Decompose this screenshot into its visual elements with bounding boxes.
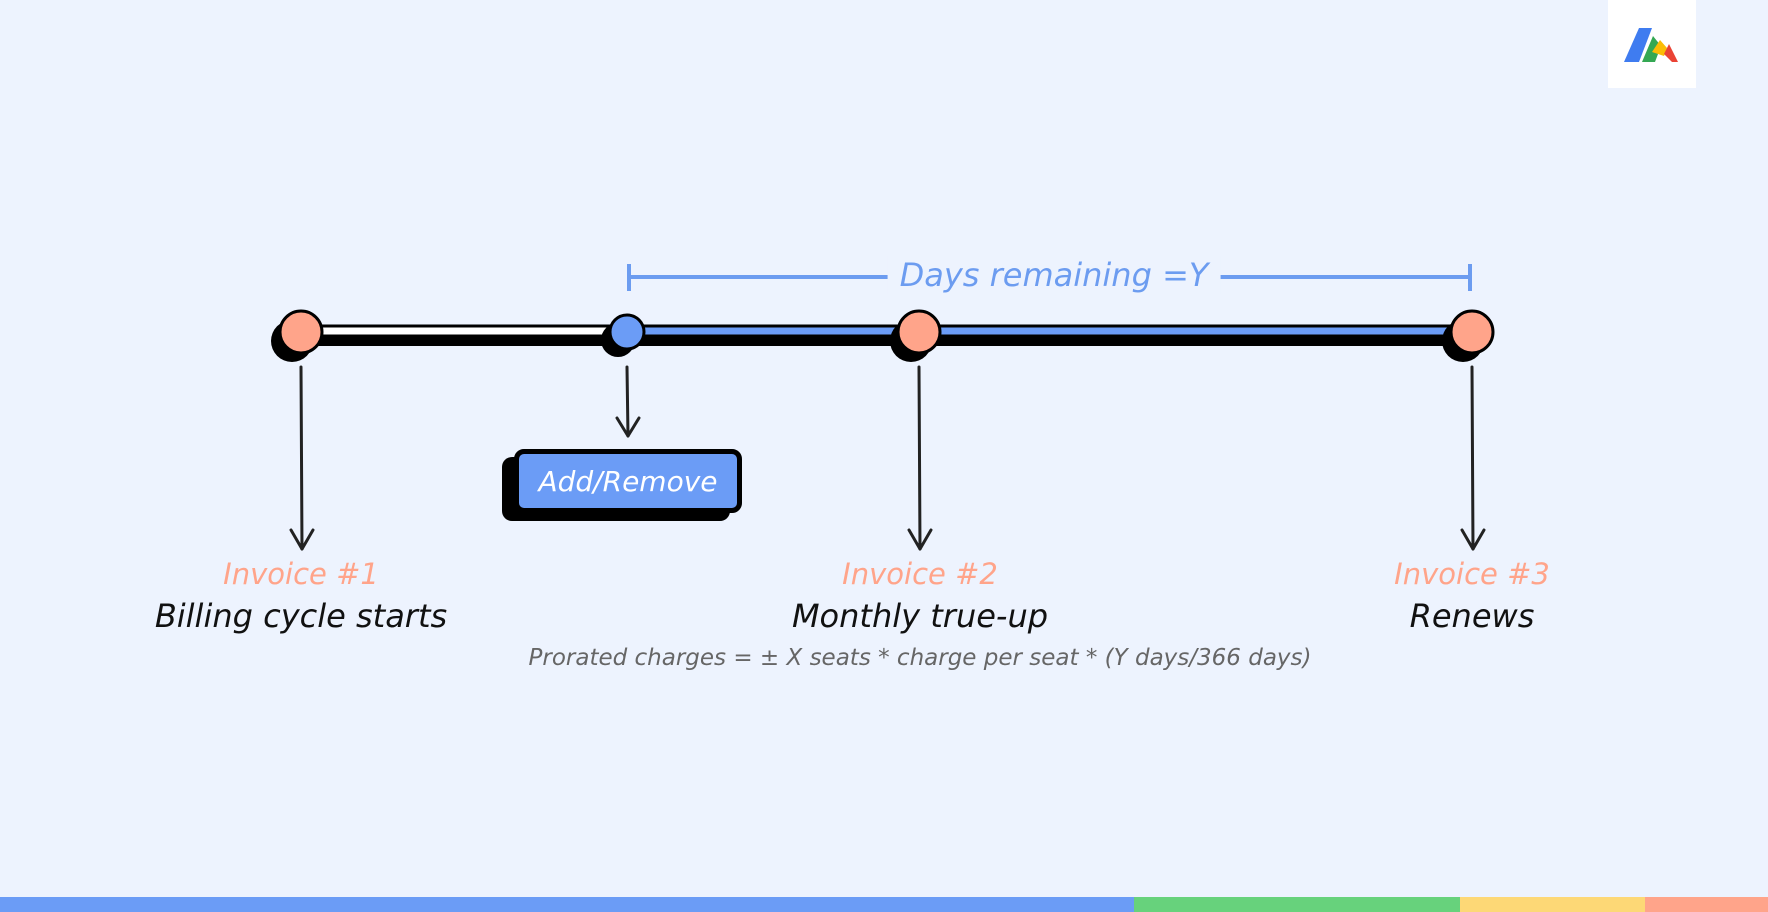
invoice-2-node bbox=[896, 309, 942, 355]
days-remaining-label: Days remaining =Y bbox=[887, 256, 1221, 294]
prorated-formula: Prorated charges = ± X seats * charge pe… bbox=[528, 645, 1312, 671]
bar-salmon bbox=[1645, 897, 1768, 912]
bottom-color-bar bbox=[0, 897, 1768, 912]
timeline-remaining-segment bbox=[624, 324, 1474, 338]
invoice-1-label: Invoice #1 bbox=[223, 557, 379, 591]
invoice-3-label: Invoice #3 bbox=[1394, 557, 1550, 591]
invoice-2-label: Invoice #2 bbox=[842, 557, 998, 591]
billing-cycle-starts-label: Billing cycle starts bbox=[154, 597, 448, 635]
arrow-down-icon bbox=[1460, 365, 1486, 551]
add-remove-node bbox=[608, 313, 646, 351]
arrow-down-icon bbox=[289, 365, 315, 551]
arrow-down-icon bbox=[615, 365, 641, 438]
renews-label: Renews bbox=[1409, 597, 1535, 635]
add-remove-button[interactable]: Add/Remove bbox=[514, 449, 742, 513]
invoice-3-node bbox=[1449, 309, 1495, 355]
invoice-1-node bbox=[278, 309, 324, 355]
timeline-elapsed-segment bbox=[298, 324, 628, 338]
bar-yellow bbox=[1460, 897, 1645, 912]
arrow-down-icon bbox=[907, 365, 933, 551]
brand-logo[interactable] bbox=[1608, 0, 1696, 88]
monthly-true-up-label: Monthly true-up bbox=[791, 597, 1049, 635]
brand-logo-icon bbox=[1624, 28, 1678, 62]
bar-blue bbox=[0, 897, 1134, 912]
bar-green bbox=[1134, 897, 1460, 912]
